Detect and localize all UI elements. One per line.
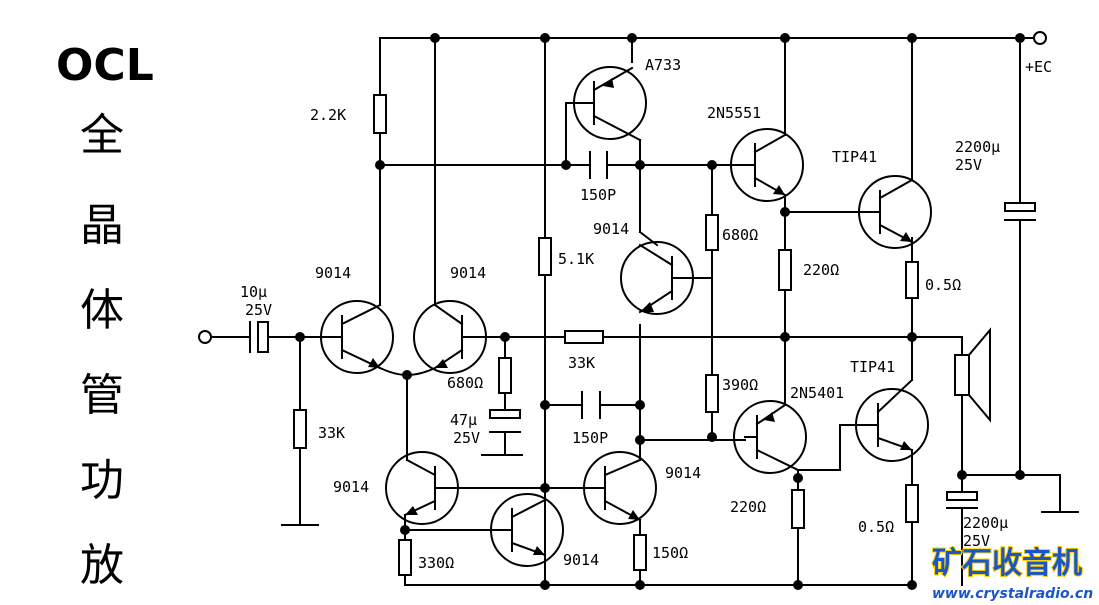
resistor-33k-fb [564,330,604,344]
label-2n5551: 2N5551 [707,104,761,122]
resistor-33k-in [293,409,307,449]
title-char-3: 体 [80,285,124,336]
transistor-2n5551 [730,128,804,202]
title-char-1: 全 [80,110,124,161]
transistor-2n5401 [733,400,807,474]
label-r-33k-fb: 33K [568,354,595,372]
label-9014-in-right: 9014 [450,264,486,282]
input-terminal [198,330,212,344]
speaker [954,327,991,423]
watermark-name: 矿石收音机 [932,546,1082,581]
label-c-2200-top-a: 2200µ [955,138,1000,156]
title-char-4: 管 [80,370,124,421]
label-9014-vas: 9014 [593,220,629,238]
resistor-220-top [778,249,792,291]
terminals [198,31,1047,344]
label-r-220-top: 220Ω [803,261,839,279]
label-r-680-fb: 680Ω [447,374,483,392]
transistor-tip41-bottom [855,378,929,462]
label-a733: A733 [645,56,681,74]
resistor-680-top [705,214,719,251]
resistor-390 [705,374,719,413]
title-char-6: 放 [80,540,124,591]
transistor-9014-input-left [320,300,394,374]
transistor-9014-cs [583,451,657,525]
title-char-2: 晶 [80,200,124,251]
label-c-47-b: 25V [453,429,480,447]
label-9014-cs: 9014 [665,464,701,482]
label-c-47-a: 47µ [450,411,477,429]
resistor-680-fb [498,357,512,394]
resistor-05-bot [905,484,919,523]
label-r-2k2: 2.2K [310,106,346,124]
label-c-2200-bot-b: 25V [963,532,990,550]
supply-terminal [1033,31,1047,45]
label-9014-bottom-left: 9014 [333,478,369,496]
label-c-150p-top: 150P [580,186,616,204]
label-r-150: 150Ω [652,544,688,562]
resistor-150 [633,534,647,571]
label-9014-mirror: 9014 [563,551,599,569]
label-c-in-a: 10µ [240,283,267,301]
resistors [293,94,919,576]
watermark: 矿石收音机 www.crystalradio.cn [931,545,1093,602]
label-9014-in-left: 9014 [315,264,351,282]
title-ocl: OCL [56,40,154,91]
label-r-5k1: 5.1K [558,250,594,268]
title-vertical-text: 全 晶 体 管 功 放 [80,110,124,591]
transistor-9014-bottom-left [385,451,459,525]
label-r-680-top: 680Ω [722,226,758,244]
label-2n5401: 2N5401 [790,384,844,402]
title-char-5: 功 [80,455,124,506]
label-r-390: 390Ω [722,376,758,394]
label-c-in-b: 25V [245,301,272,319]
capacitors [249,151,1036,509]
label-r-05-bot: 0.5Ω [858,518,894,536]
component-labels: +EC A733 2N5551 TIP41 TIP41 2N5401 9014 … [240,56,1052,572]
resistor-05-top [905,261,919,299]
label-r-33k-in: 33K [318,424,345,442]
transistor-9014-vas [620,241,713,315]
label-supply: +EC [1025,58,1052,76]
resistor-330 [398,539,412,576]
resistor-220-bot [791,489,805,529]
transistor-a733 [573,66,647,142]
resistor-2k2 [373,94,387,134]
label-c-2200-top-b: 25V [955,156,982,174]
watermark-url: www.crystalradio.cn [932,586,1093,602]
label-r-330: 330Ω [418,554,454,572]
label-tip41-top: TIP41 [832,148,877,166]
resistor-5k1 [538,237,552,276]
transistor-9014-input-right [413,300,487,374]
transistor-tip41-top [858,175,932,249]
label-r-05-top: 0.5Ω [925,276,961,294]
label-tip41-bottom: TIP41 [850,358,895,376]
junctions [295,33,1025,590]
label-r-220-bot: 220Ω [730,498,766,516]
transistor-9014-mirror [489,493,564,567]
label-c-2200-bot-a: 2200µ [963,514,1008,532]
label-c-150p-bot: 150P [572,429,608,447]
